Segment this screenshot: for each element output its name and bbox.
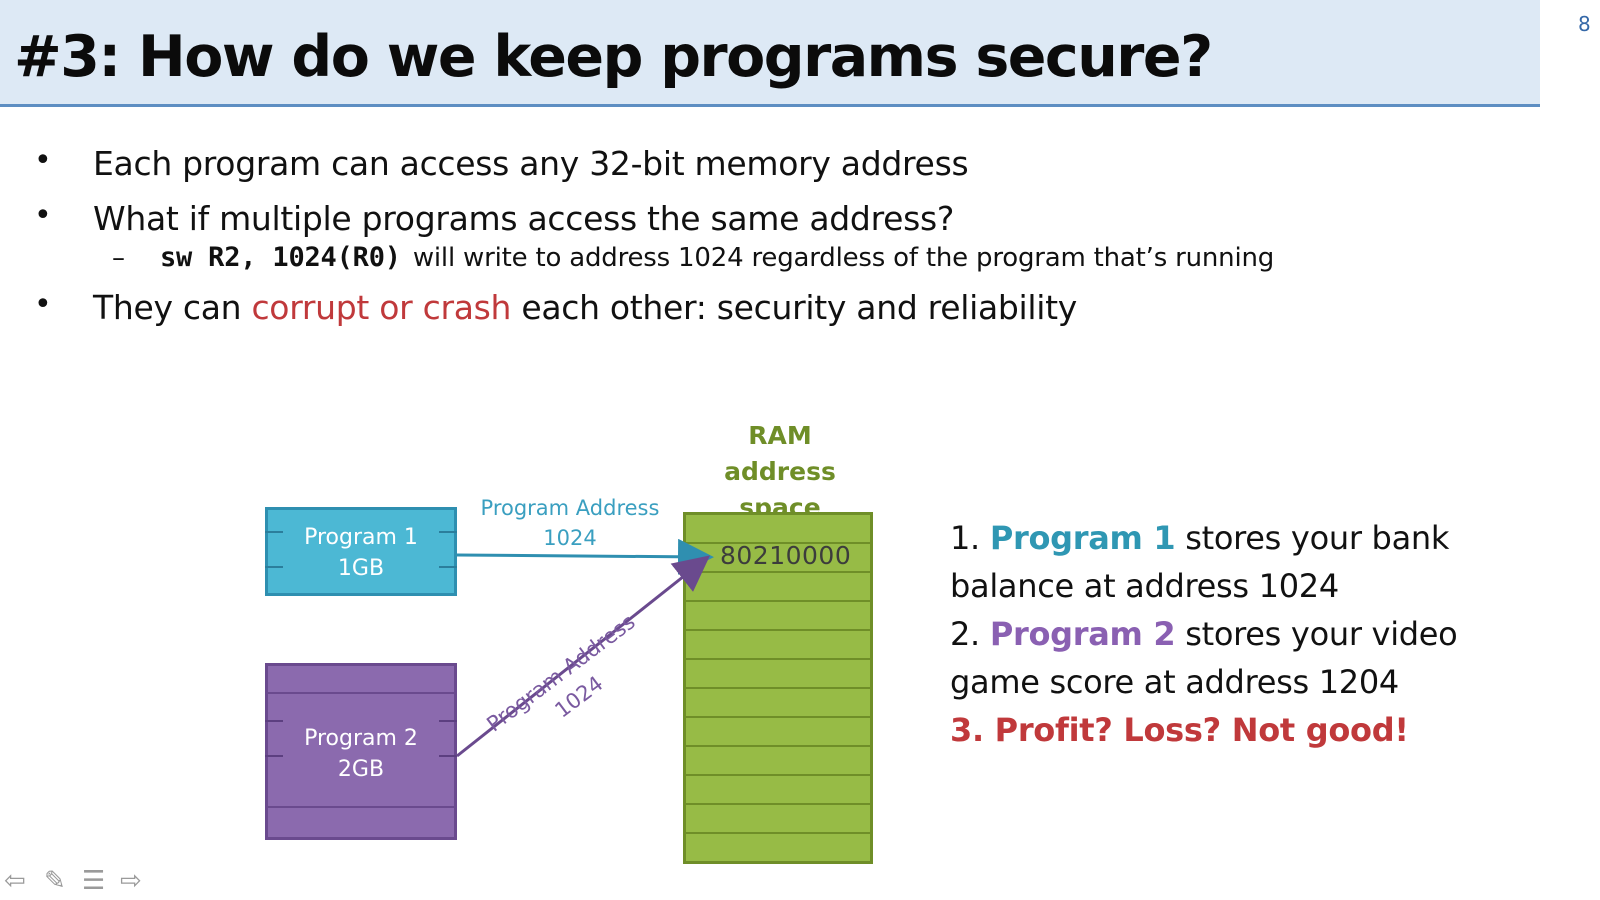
- ram-title: RAM address space: [690, 418, 870, 526]
- ram-row-divider: [686, 687, 870, 689]
- bullet-2: What if multiple programs access the sam…: [93, 199, 955, 238]
- arrow-left-icon[interactable]: ⇦: [4, 866, 26, 896]
- arrow-2-label: Program Address 1024: [472, 601, 668, 769]
- step-1-program: Program 1: [989, 519, 1176, 557]
- row-divider: [268, 692, 454, 694]
- pin-mark: [265, 720, 283, 722]
- pin-mark: [265, 755, 283, 757]
- ram-title-line2: address space: [724, 457, 836, 522]
- title-bar: #3: How do we keep programs secure?: [0, 0, 1540, 107]
- bullet-3-pre: They can: [93, 288, 252, 327]
- pen-icon[interactable]: ✎: [44, 866, 66, 896]
- sub-dash: –: [112, 243, 125, 273]
- slide-nav: ⇦ ✎ ☰ ⇨: [4, 866, 154, 896]
- ram-row-divider: [686, 600, 870, 602]
- arrow-1-label-line2: 1024: [543, 526, 597, 550]
- program-1-size: 1GB: [337, 556, 385, 581]
- menu-icon[interactable]: ☰: [82, 866, 106, 896]
- program-2-size: 2GB: [337, 757, 385, 782]
- arrow-right-icon[interactable]: ⇨: [120, 866, 142, 896]
- pin-mark: [439, 531, 457, 533]
- bullet-dot: •: [34, 143, 52, 178]
- step-2-number: 2.: [950, 615, 990, 653]
- bullet-3: They can corrupt or crash each other: se…: [93, 288, 1077, 327]
- ram-row-divider: [686, 658, 870, 660]
- program-1-name: Program 1: [304, 525, 418, 550]
- arrow-1-label: Program Address 1024: [470, 493, 670, 553]
- ram-row-divider: [686, 803, 870, 805]
- ram-row-divider: [686, 774, 870, 776]
- step-1-text: stores your bank: [1175, 519, 1450, 557]
- step-2-program: Program 2: [989, 615, 1176, 653]
- arrow-program1-to-ram: [456, 538, 714, 575]
- step-2-text: stores your video: [1175, 615, 1458, 653]
- ram-row-divider: [686, 716, 870, 718]
- program-1-box: Program 1 1GB: [265, 507, 457, 596]
- bullet-3-emphasis: corrupt or crash: [251, 288, 512, 327]
- ram-row-divider: [686, 745, 870, 747]
- ram-row-divider: [686, 571, 870, 573]
- program-2-box: Program 2 2GB: [265, 663, 457, 840]
- pin-mark: [265, 566, 283, 568]
- bullet-3-post: each other: security and reliability: [511, 288, 1077, 327]
- pin-mark: [439, 755, 457, 757]
- slide-title: #3: How do we keep programs secure?: [14, 24, 1213, 90]
- step-1-line1: 1. Program 1 stores your bank: [950, 514, 1457, 562]
- page-number: 8: [1578, 12, 1591, 36]
- step-2-line1: 2. Program 2 stores your video: [950, 610, 1458, 658]
- pin-mark: [265, 531, 283, 533]
- step-2-line2: game score at address 1204: [950, 663, 1399, 701]
- bullet-dot: •: [34, 198, 52, 233]
- bullet-dot: •: [34, 287, 52, 322]
- pin-mark: [439, 720, 457, 722]
- ram-cell-value: 80210000: [720, 541, 852, 570]
- step-1-number: 1.: [950, 519, 990, 557]
- pin-mark: [439, 566, 457, 568]
- step-1-line2: balance at address 1024: [950, 567, 1339, 605]
- program-2-name: Program 2: [304, 726, 418, 751]
- ram-row-divider: [686, 832, 870, 834]
- row-divider: [268, 806, 454, 808]
- ram-row-divider: [686, 629, 870, 631]
- steps-list: 1. Program 1 stores your bank balance at…: [950, 514, 1458, 754]
- sub-bullet-text: will write to address 1024 regardless of…: [412, 243, 1275, 273]
- ram-row-divider: [686, 542, 870, 544]
- step-3: 3. Profit? Loss? Not good!: [950, 711, 1409, 749]
- ram-block: [683, 512, 873, 864]
- bullet-1: Each program can access any 32-bit memor…: [93, 144, 969, 183]
- code-snippet: sw R2, 1024(R0): [160, 242, 401, 273]
- sub-bullet: – sw R2, 1024(R0) will write to address 10…: [112, 242, 1274, 273]
- arrow-1-label-line1: Program Address: [480, 496, 660, 520]
- ram-title-line1: RAM: [748, 421, 812, 450]
